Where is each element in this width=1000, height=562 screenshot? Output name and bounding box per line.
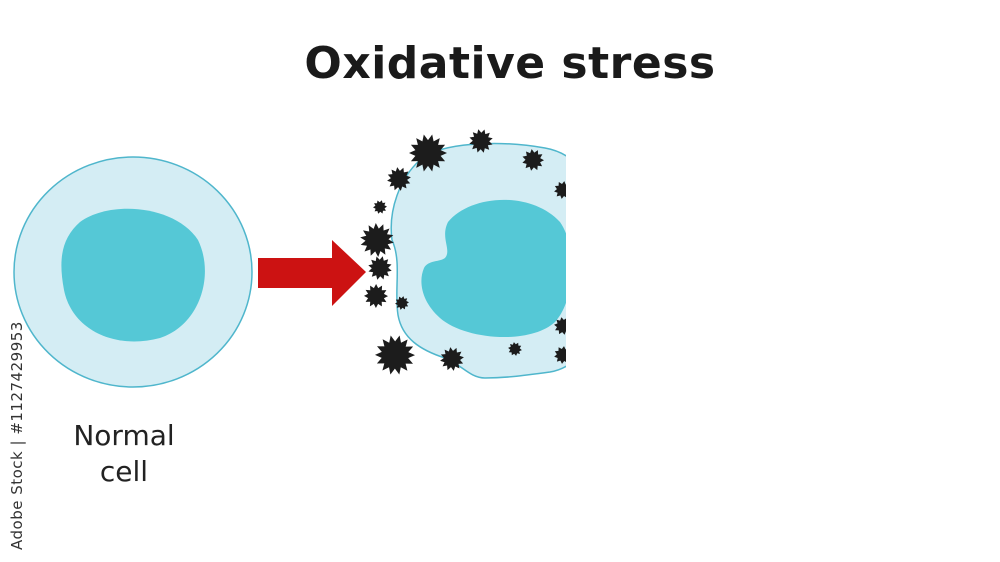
- free-radical-icon: [440, 347, 464, 371]
- free-radical-icon: [409, 134, 447, 172]
- free-radical-icon: [387, 167, 411, 191]
- free-radical-icon: [395, 296, 409, 310]
- free-radical-icon: [375, 335, 415, 375]
- damaged-cell-nucleus: [421, 199, 566, 337]
- free-radical-icon: [364, 284, 388, 308]
- free-radical-icon: [508, 342, 522, 356]
- normal-cell-label-line1: Normal: [73, 419, 175, 452]
- normal-cell: [13, 156, 253, 388]
- normal-cell-nucleus: [61, 208, 205, 342]
- free-radical-icon: [554, 317, 566, 335]
- normal-cell-label: Normal cell: [64, 418, 184, 490]
- free-radical-icon: [522, 149, 544, 171]
- free-radical-icon: [554, 181, 566, 199]
- free-radicals: [360, 129, 566, 375]
- damaged-cell: [390, 142, 566, 379]
- normal-cell-label-line2: cell: [99, 455, 149, 488]
- free-radical-icon: [373, 200, 387, 214]
- diagram-title: Oxidative stress: [304, 38, 716, 89]
- free-radical-icon: [469, 129, 493, 153]
- free-radical-icon: [368, 256, 392, 280]
- arrow-right-icon: [258, 240, 366, 306]
- free-radical-icon: [360, 223, 394, 257]
- free-radical-icon: [554, 346, 566, 364]
- stock-credit: Adobe Stock | #1127429953: [8, 321, 26, 550]
